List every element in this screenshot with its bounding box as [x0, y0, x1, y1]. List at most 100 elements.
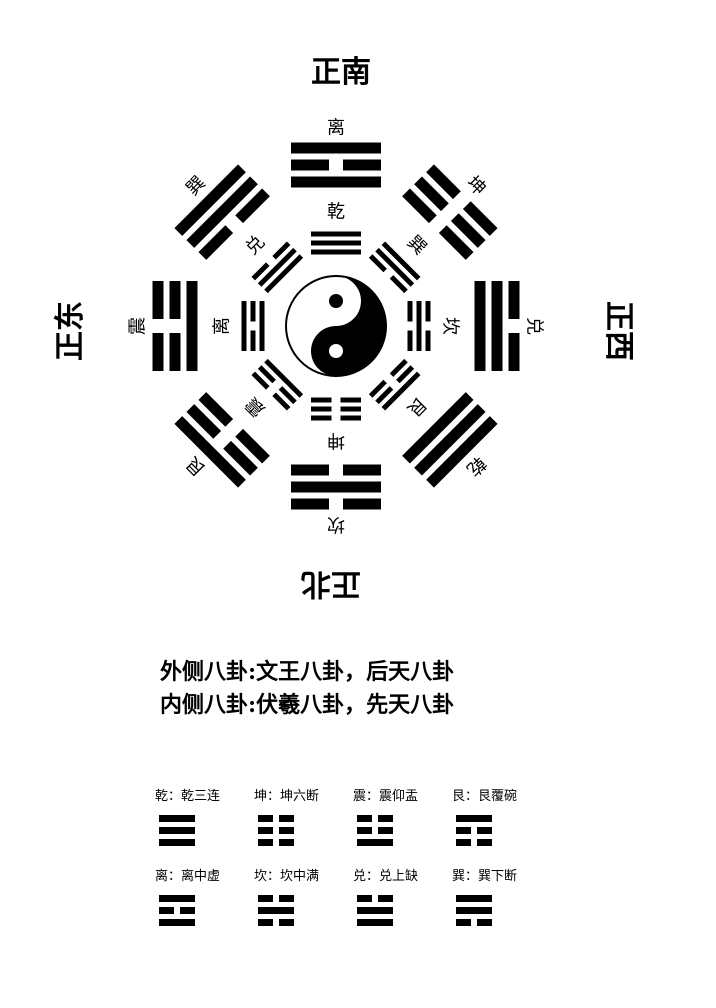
yang-line	[491, 281, 503, 371]
yang-line	[381, 371, 421, 411]
yin-yang-icon	[285, 275, 387, 377]
inner-0-trigram	[311, 231, 361, 255]
legend-trigram	[258, 815, 294, 846]
yin-line-segment	[378, 815, 393, 822]
yang-line	[357, 839, 393, 846]
yin-line-segment	[198, 225, 234, 260]
yin-line-segment	[426, 164, 461, 200]
yin-line-segment	[508, 281, 520, 319]
inner-trigram-label: 兑	[242, 232, 270, 260]
legend-label: 艮：艮覆碗	[452, 789, 518, 804]
captions: 外侧八卦:文王八卦，后天八卦 内侧八卦:伏羲八卦，先天八卦	[160, 656, 454, 722]
legend-label: 乾：乾三连	[155, 789, 221, 804]
yin-line-segment	[258, 919, 273, 926]
inner-trigram-label: 坎	[440, 317, 461, 335]
yin-line-segment	[250, 301, 256, 322]
yang-line	[402, 392, 474, 464]
inner-5-trigram	[251, 358, 304, 411]
yin-line-segment	[223, 440, 258, 476]
yin-line-segment	[343, 159, 381, 171]
yang-line	[291, 142, 381, 154]
yang-line	[311, 240, 361, 246]
yin-line-segment	[368, 379, 387, 398]
yin-line-segment	[291, 159, 329, 171]
yin-line-segment	[368, 254, 387, 273]
yang-line	[174, 416, 246, 488]
yang-line	[258, 907, 294, 914]
yang-line	[414, 404, 486, 476]
outer-5-trigram	[174, 392, 270, 488]
yang-line	[456, 895, 492, 902]
yin-line-segment	[407, 301, 413, 322]
yang-line	[456, 815, 492, 822]
yang-line	[375, 247, 415, 287]
legend-item: 兑：兑上缺	[353, 865, 453, 935]
yang-line	[456, 907, 492, 914]
legend-item: 震：震仰盂	[353, 785, 453, 855]
legend-trigram	[456, 895, 492, 926]
outer-trigram-label: 坎	[327, 514, 345, 535]
inner-6-trigram	[241, 301, 265, 351]
yang-line	[159, 895, 195, 902]
caption-outer: 外侧八卦:文王八卦，后天八卦	[160, 659, 455, 685]
inner-1-trigram	[368, 241, 421, 294]
legend-label: 巽：巽下断	[452, 869, 518, 884]
yin-line-segment	[375, 386, 394, 405]
inner-2-trigram	[407, 301, 431, 351]
inner-3-trigram	[368, 358, 421, 411]
outer-4-trigram	[291, 464, 381, 510]
yin-line-segment	[389, 275, 408, 294]
legend-item: 坎：坎中满	[254, 865, 354, 935]
outer-7-trigram	[174, 164, 270, 260]
outer-trigram-label: 离	[327, 118, 345, 139]
yin-line-segment	[378, 827, 393, 834]
yin-line-segment	[414, 176, 449, 212]
outer-trigram-label: 乾	[462, 452, 490, 480]
legend-item: 坤：坤六断	[254, 785, 354, 855]
inner-trigram-label: 乾	[327, 202, 345, 223]
inner-4-trigram	[311, 397, 361, 421]
caption-inner: 内侧八卦:伏羲八卦，先天八卦	[160, 692, 455, 718]
yang-line	[264, 358, 304, 398]
yin-line-segment	[438, 225, 474, 260]
legend-item: 乾：乾三连	[155, 785, 255, 855]
inner-trigram-label: 离	[212, 317, 233, 335]
inner-trigram-label: 艮	[403, 393, 431, 421]
yin-line-segment	[357, 827, 372, 834]
outer-trigram-label: 艮	[182, 452, 210, 480]
outer-trigram-label: 巽	[182, 172, 210, 200]
outer-3-trigram	[402, 392, 498, 488]
yin-line-segment	[343, 464, 381, 476]
yin-line-segment	[159, 907, 174, 914]
yin-line-segment	[235, 188, 270, 224]
yang-line	[357, 919, 393, 926]
yang-line	[291, 176, 381, 188]
yin-line-segment	[291, 464, 329, 476]
yin-line-segment	[508, 333, 520, 371]
yin-line-segment	[198, 392, 234, 427]
outer-trigram-label: 震	[128, 317, 149, 335]
yin-line-segment	[462, 201, 498, 236]
legend-trigram	[258, 895, 294, 926]
yin-line-segment	[250, 330, 256, 351]
legend-trigram	[357, 815, 393, 846]
yin-line-segment	[278, 386, 297, 405]
yin-line-segment	[251, 371, 270, 390]
legend-label: 兑：兑上缺	[353, 869, 419, 884]
yin-line-segment	[340, 397, 361, 403]
yin-line-segment	[257, 365, 276, 384]
yin-line-segment	[279, 827, 294, 834]
yin-line-segment	[389, 358, 408, 377]
yin-line-segment	[340, 415, 361, 421]
outer-trigram-label: 坤	[462, 172, 490, 200]
outer-0-trigram	[291, 142, 381, 188]
yin-line-segment	[279, 839, 294, 846]
yin-line-segment	[311, 415, 332, 421]
outer-trigram-label: 兑	[524, 317, 545, 335]
yin-line-segment	[251, 262, 270, 281]
bagua-diagram: 正南 正北 正东 正西 离坤兑乾坎艮震巽 乾巽坎艮坤震离兑	[53, 58, 636, 602]
yin-line-segment	[180, 907, 195, 914]
trigram-legend: 乾：乾三连坤：坤六断震：震仰盂艮：艮覆碗离：离中虚坎：坎中满兑：兑上缺巽：巽下断	[155, 785, 517, 945]
outer-1-trigram	[402, 164, 498, 260]
inner-7-trigram	[251, 241, 304, 294]
